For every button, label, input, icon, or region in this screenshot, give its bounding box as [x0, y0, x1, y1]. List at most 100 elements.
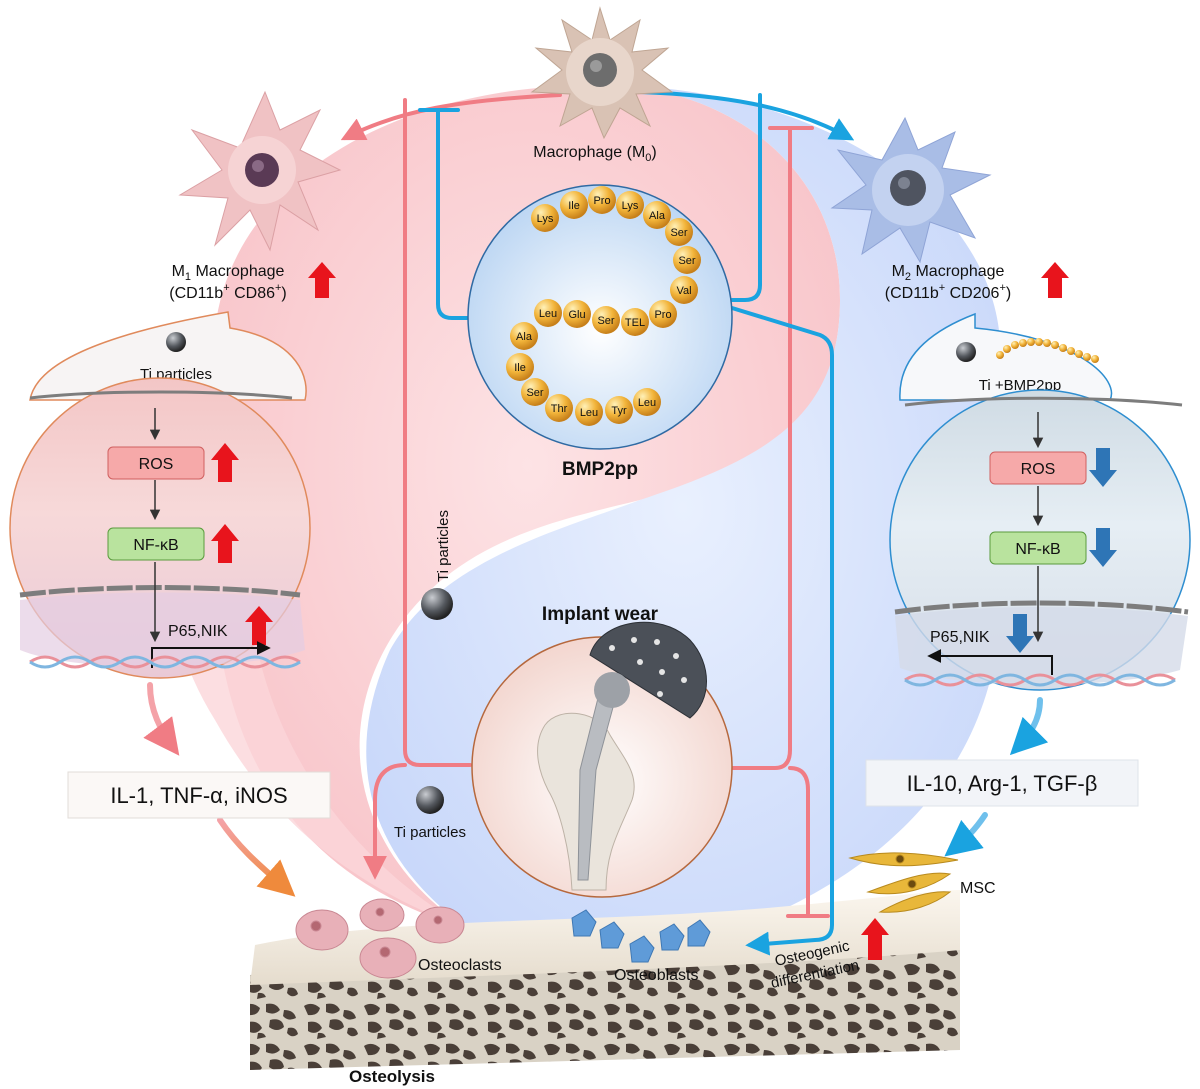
m2-membrane	[904, 396, 1183, 407]
osteoblasts-label: Osteoblasts	[614, 967, 698, 984]
peptide-residue-19	[605, 396, 633, 424]
peptide-residue-9	[649, 300, 677, 328]
m2-ti-particle-icon	[956, 342, 976, 362]
peptide-residue-3	[588, 186, 616, 214]
macrophage-m1-icon	[178, 90, 342, 252]
m1-cytokines-to-osteoclast-arrow	[217, 817, 296, 897]
macrophage-m0-label: Macrophage (M0)	[533, 144, 657, 164]
peptide-residue-label-20: Leu	[638, 397, 656, 409]
implant-wear-label: Implant wear	[542, 604, 659, 625]
m1-markers: (CD11b+ CD86+)	[169, 282, 287, 302]
peptide-residue-6	[665, 218, 693, 246]
m1-up-arrow	[308, 262, 336, 298]
red-line-right-vertical	[730, 128, 792, 770]
macrophage-m0-icon	[530, 6, 674, 140]
peptide-residue-label-10: TEL	[625, 317, 645, 329]
peptide-residue-label-19: Tyr	[611, 405, 627, 417]
peptide-residue-7	[673, 246, 701, 274]
m2-up-arrow	[1041, 262, 1069, 298]
blue-arrow-m0-to-m2	[638, 90, 855, 141]
m2-markers: (CD11b+ CD206+)	[885, 282, 1011, 302]
blue-line-inhibit-left	[436, 110, 472, 320]
m2-to-cytokines-arrow	[1009, 697, 1049, 756]
m2-nfkb-label: NF-κB	[1015, 541, 1060, 558]
m1-genes-up-arrow	[245, 606, 273, 645]
red-arrow-m0-to-m1	[340, 93, 562, 141]
m2-nuclear-membrane	[894, 600, 1189, 615]
peptide-residue-label-16: Ser	[526, 387, 543, 399]
m2-nfkb-box	[989, 531, 1087, 565]
ti-particle-lower-icon	[416, 786, 444, 814]
peptide-residue-14	[510, 322, 538, 350]
m1-ti-particle-icon	[166, 332, 186, 352]
peptide-residue-11	[592, 306, 620, 334]
peptide-residue-5	[643, 201, 671, 229]
peptide-residue-label-9: Pro	[654, 309, 671, 321]
peptide-residue-15	[506, 353, 534, 381]
peptide-residue-18	[575, 398, 603, 426]
m1-membrane	[29, 390, 293, 400]
m2-nucleus	[895, 607, 1188, 685]
peptide-residue-8	[670, 276, 698, 304]
peptide-residue-label-13: Leu	[539, 308, 557, 320]
bmp2pp-label: BMP2pp	[562, 459, 638, 480]
blue-line-to-m2	[730, 93, 762, 302]
m1-to-cytokines-arrow	[143, 682, 180, 756]
m2-title: M2 Macrophage	[892, 263, 1005, 283]
msc-label: MSC	[960, 880, 996, 897]
femoral-head	[594, 672, 630, 708]
peptide-residue-label-17: Thr	[551, 403, 568, 415]
peptide-residue-label-1: Lys	[537, 213, 554, 225]
m1-ros-label: ROS	[139, 456, 174, 473]
peptide-residue-10	[621, 308, 649, 336]
m1-nuclear-membrane	[19, 585, 301, 598]
peptide-residue-label-5: Ala	[649, 210, 666, 222]
ti-particles-vertical-label: Ti particles	[435, 510, 452, 582]
m2-cytokines-box	[865, 759, 1139, 807]
m1-ros-up-arrow	[211, 443, 239, 482]
m1-zoom-panel: Ti particles ROS NF-κB P65,NIK	[9, 311, 311, 679]
m2-dna-helix	[904, 673, 1176, 687]
m2-peptide-chain-icon	[996, 338, 1099, 363]
ti-particle-center-icon	[421, 588, 453, 620]
peptide-residue-2	[560, 191, 588, 219]
msc-icons	[848, 852, 959, 913]
m2-ros-box	[989, 451, 1087, 485]
pathway-lines	[143, 90, 1049, 956]
peptide-residue-13	[534, 299, 562, 327]
m1-nfkb-label: NF-κB	[133, 537, 178, 554]
peptide-residue-label-8: Val	[676, 285, 691, 297]
osteoclast-icons	[295, 898, 465, 979]
m2-genes-label: P65,NIK	[930, 629, 990, 646]
peptide-residue-label-11: Ser	[597, 315, 614, 327]
peptide-residue-label-14: Ala	[516, 331, 533, 343]
m2-transcription-arrow	[927, 649, 1053, 675]
m1-genes-label: P65,NIK	[168, 623, 228, 640]
peptide-residue-label-2: Ile	[568, 200, 580, 212]
acetabular-cup	[589, 621, 707, 719]
red-line-to-osteoblasts	[788, 766, 810, 917]
osteoblast-icons	[571, 909, 711, 963]
peptide-residue-label-4: Lys	[622, 200, 639, 212]
m1-callout	[29, 311, 307, 401]
blue-arrow-to-osteoblasts	[730, 306, 834, 956]
m1-title: M1 Macrophage	[172, 263, 285, 283]
peptide-residue-17	[545, 394, 573, 422]
macrophage-m2-icon	[830, 116, 992, 264]
m1-dna-helix	[29, 655, 301, 669]
red-arrow-to-osteoclasts	[363, 763, 407, 880]
m2-ros-label: ROS	[1021, 461, 1056, 478]
peptide-residue-1	[531, 204, 559, 232]
implant-panel	[471, 621, 733, 898]
m1-nfkb-box	[107, 527, 205, 561]
osteolysis-label: Osteolysis	[349, 1067, 435, 1086]
peptide-residue-label-15: Ile	[514, 362, 526, 374]
osteoclasts-label: Osteoclasts	[418, 957, 502, 974]
m2-nfkb-down-arrow	[1089, 528, 1117, 567]
osteogenic-up-arrow	[861, 918, 889, 960]
peptide-residue-4	[616, 191, 644, 219]
m1-cytokines-box	[67, 771, 331, 819]
